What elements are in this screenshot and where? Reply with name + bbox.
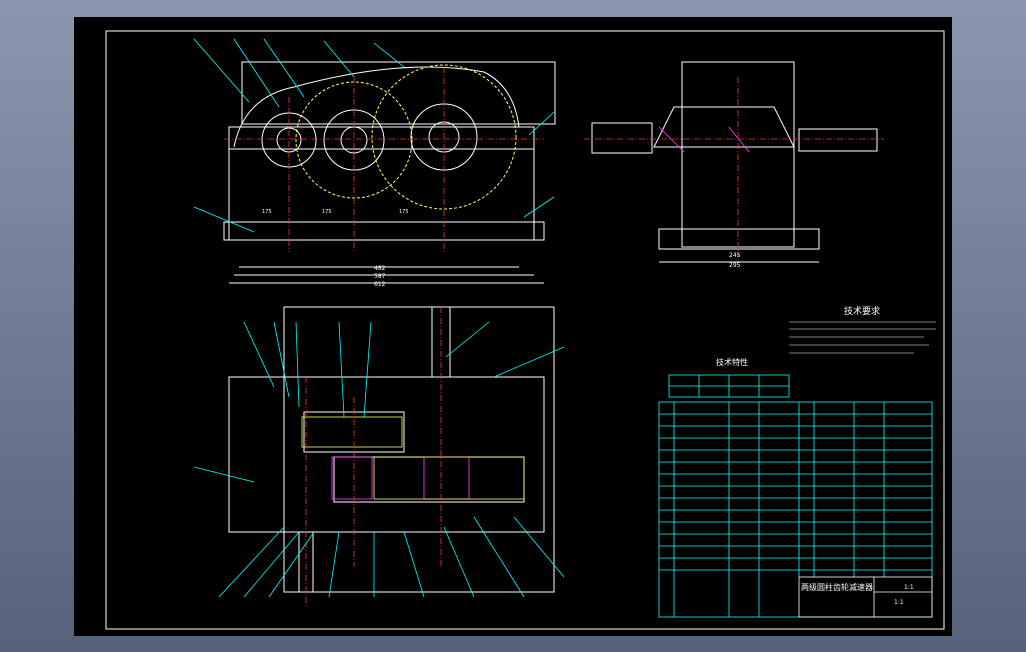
side-section-hatch	[658, 126, 750, 153]
leader-t3	[295, 321, 300, 408]
dim-front-a: 482	[374, 265, 386, 272]
top-gear-box-2	[333, 456, 525, 503]
tech-requirements-title: 技术要求	[844, 305, 880, 317]
front-frame-line	[241, 61, 556, 125]
top-gears	[301, 416, 525, 500]
drawing-scale: 1:1	[904, 584, 914, 591]
leader-t11	[268, 531, 315, 598]
title-block-frame	[798, 576, 933, 618]
top-section	[331, 456, 470, 500]
front-base	[223, 221, 545, 241]
leader-t9	[218, 526, 285, 598]
leader-f2	[233, 38, 280, 108]
leader-f7	[528, 111, 555, 136]
leader-t12	[328, 531, 340, 598]
front-view	[223, 61, 556, 284]
dim-front-total: 612	[374, 281, 386, 288]
hatch-1	[658, 126, 685, 153]
leader-f5	[373, 42, 405, 68]
tech-characteristics-title: 技术特性	[716, 357, 748, 367]
top-gear-outline-2	[373, 456, 525, 500]
leader-f8	[523, 196, 555, 218]
dim-front-b: 587	[374, 273, 386, 280]
side-base	[658, 228, 820, 250]
drawing-border	[105, 30, 945, 630]
leader-t7	[493, 346, 565, 378]
leader-t4	[338, 321, 345, 418]
leader-t15	[443, 526, 475, 598]
top-gear-outline-1	[301, 416, 403, 448]
drawing-svg: 482 587 612 175 175 175	[105, 30, 945, 630]
leader-t14	[403, 531, 425, 598]
leader-t2	[273, 321, 290, 398]
title-block	[798, 576, 933, 618]
top-leaders	[193, 321, 565, 598]
front-gear-curves	[295, 64, 517, 210]
side-input-shaft	[591, 122, 653, 154]
leader-f4	[323, 40, 355, 78]
parts-table-frame	[658, 401, 933, 618]
gear-pitch-2	[371, 64, 517, 210]
leader-f6	[193, 206, 255, 233]
tech-requirements-text	[789, 321, 936, 354]
front-centerlines	[224, 67, 544, 252]
top-section-1	[331, 456, 373, 500]
leader-t1	[243, 321, 275, 388]
leader-t16	[473, 516, 525, 598]
hatch-2	[728, 126, 750, 153]
front-housing	[228, 126, 535, 241]
top-housing	[228, 376, 545, 533]
top-centerlines	[305, 307, 442, 607]
side-centerlines	[584, 77, 884, 257]
drawing-sheet: 1:1	[894, 599, 904, 606]
front-cover-outline	[233, 66, 520, 148]
leader-f1	[193, 38, 250, 103]
leader-t5	[363, 321, 372, 418]
front-leaders	[193, 38, 555, 233]
top-section-2	[423, 456, 470, 500]
dim-side-height: 245	[729, 252, 741, 259]
dim-gear-2: 175	[322, 209, 332, 215]
leader-t10	[243, 531, 300, 598]
parts-list-table	[658, 401, 933, 618]
leader-t17	[513, 516, 565, 578]
top-view	[228, 306, 555, 593]
side-view	[591, 61, 878, 263]
dim-gear-1: 175	[262, 209, 272, 215]
drawing-canvas[interactable]: 482 587 612 175 175 175	[74, 17, 952, 636]
top-frame-line	[283, 306, 555, 593]
side-section	[653, 106, 795, 148]
parts-rows	[659, 413, 932, 571]
leader-f3	[263, 38, 305, 98]
dim-gear-3: 175	[399, 209, 409, 215]
dim-side-total: 295	[729, 262, 741, 269]
characteristics-table	[668, 374, 790, 398]
leader-t6	[445, 321, 490, 358]
drawing-title: 两级圆柱齿轮减速器	[801, 582, 873, 592]
leader-t8	[193, 466, 255, 483]
side-output-shaft	[798, 128, 878, 152]
